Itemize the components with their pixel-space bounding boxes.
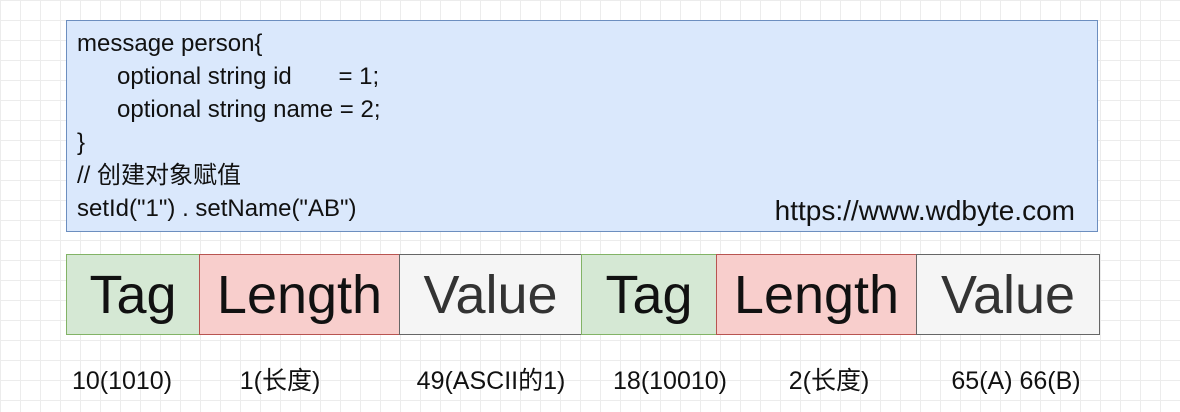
tlv-cell-row: Tag Length Value Tag Length Value bbox=[66, 254, 1100, 335]
length-cell-1: Length bbox=[199, 254, 400, 335]
code-line-close-brace: } bbox=[77, 129, 86, 156]
tag-cell-2: Tag bbox=[581, 254, 717, 335]
caption-length-1: 1(长度) bbox=[239, 367, 321, 395]
length-cell-2: Length bbox=[716, 254, 917, 335]
caption-tag-2: 18(10010) bbox=[613, 367, 727, 395]
caption-length-2: 2(长度) bbox=[788, 367, 870, 395]
code-line-message: message person{ bbox=[77, 30, 263, 57]
value-cell-1: Value bbox=[399, 254, 582, 335]
code-line-name-field: optional string name = 2; bbox=[77, 96, 381, 123]
caption-value-2: 65(A) 66(B) bbox=[951, 367, 1081, 395]
tag-cell-1: Tag bbox=[66, 254, 200, 335]
code-line-id-field: optional string id = 1; bbox=[77, 63, 380, 90]
caption-value-1: 49(ASCII的1) bbox=[416, 367, 566, 395]
code-line-comment: // 创建对象赋值 bbox=[77, 162, 242, 189]
caption-tag-1: 10(1010) bbox=[71, 367, 173, 395]
site-url: https://www.wdbyte.com bbox=[774, 195, 1075, 226]
code-box: message person{ optional string id = 1; … bbox=[66, 20, 1098, 232]
value-cell-2: Value bbox=[916, 254, 1100, 335]
code-line-setter-call: setId("1") . setName("AB") bbox=[77, 195, 357, 222]
